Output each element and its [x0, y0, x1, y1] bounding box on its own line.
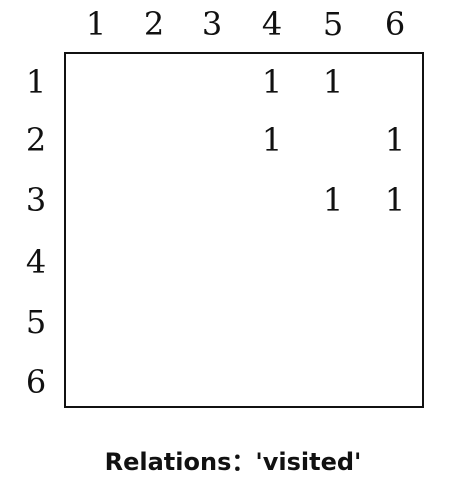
caption: Relations：'visited': [104, 448, 362, 476]
matrix-cell-value: 1: [384, 181, 406, 219]
matrix-cell-value: 1: [261, 63, 283, 101]
matrix-cell-value: 1: [322, 181, 344, 219]
row-header: 4: [25, 243, 47, 281]
column-header: 4: [261, 5, 283, 43]
row-header: 2: [25, 121, 47, 159]
row-header: 5: [25, 303, 47, 341]
matrix-cell-value: 1: [322, 63, 344, 101]
row-header: 3: [25, 181, 47, 219]
column-header: 1: [85, 5, 107, 43]
column-header: 6: [384, 5, 406, 43]
row-header: 1: [25, 63, 47, 101]
column-header: 3: [201, 5, 223, 43]
column-header: 5: [322, 5, 344, 43]
matrix-cell-value: 1: [261, 121, 283, 159]
matrix-cell-value: 1: [384, 121, 406, 159]
column-header: 2: [143, 5, 165, 43]
matrix-frame: [64, 52, 424, 408]
row-header: 6: [25, 363, 47, 401]
